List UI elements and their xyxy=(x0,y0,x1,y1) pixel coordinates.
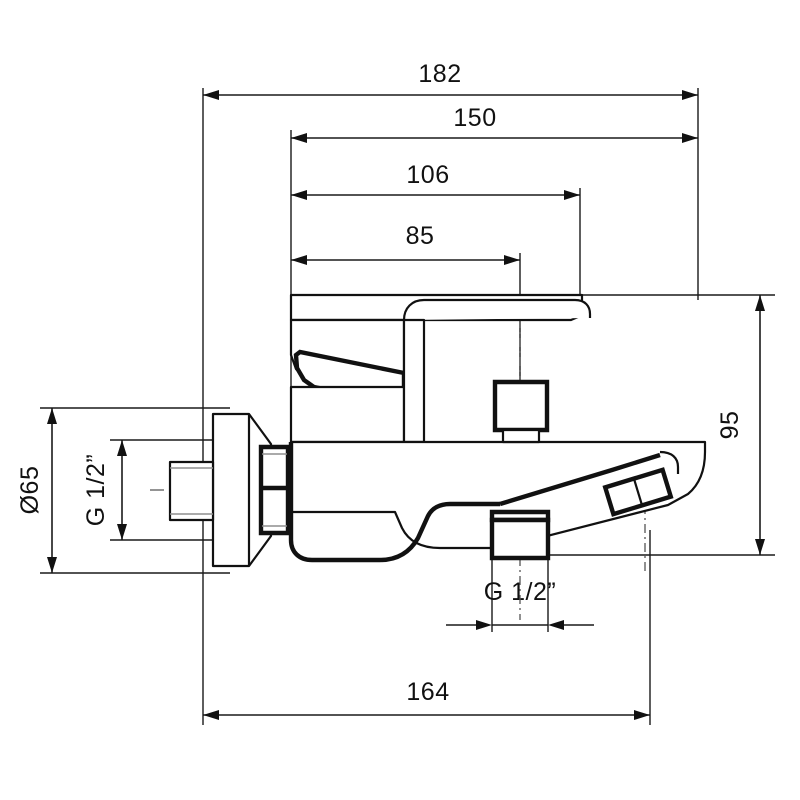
spout-lower-sweep xyxy=(499,452,661,507)
dimension-150: 150 xyxy=(291,104,698,143)
dimension-group-right: 95 xyxy=(716,295,765,555)
body-lower-outline xyxy=(288,442,500,563)
dimension-d65: Ø65 xyxy=(16,408,57,573)
spout-tip-curve xyxy=(659,450,680,474)
spout-aerator-split xyxy=(632,478,644,506)
dim-label-d65: Ø65 xyxy=(16,466,44,515)
mixer-upper-column xyxy=(289,385,406,444)
upper-outlet-connector xyxy=(492,379,550,433)
spout-aerator-group xyxy=(602,467,674,517)
arrow-g-half-outlet-right xyxy=(548,620,564,630)
lower-outlet-connector xyxy=(489,517,551,561)
inlet-nipple xyxy=(168,460,215,522)
dim-label-g-half-inlet: G 1/2” xyxy=(82,454,110,526)
dimension-group-left: Ø65 G 1/2” xyxy=(16,408,127,573)
dim-label-150: 150 xyxy=(453,104,496,132)
dimension-g-half-inlet: G 1/2” xyxy=(82,440,127,540)
dimension-85: 85 xyxy=(291,222,520,265)
dim-label-85: 85 xyxy=(406,222,435,250)
dimension-106: 106 xyxy=(291,161,580,200)
dim-label-164: 164 xyxy=(406,678,449,706)
dimension-group-top: 182 150 106 85 xyxy=(203,60,698,265)
dimension-95: 95 xyxy=(716,295,765,555)
dim-label-95: 95 xyxy=(716,411,744,440)
faucet-body-geometry xyxy=(150,293,707,620)
dimension-182: 182 xyxy=(203,60,698,100)
extension-lines xyxy=(40,88,775,725)
body-neck-segment xyxy=(402,318,426,444)
dim-label-182: 182 xyxy=(418,60,461,88)
arrow-g-half-outlet-left xyxy=(476,620,492,630)
dimension-164: 164 xyxy=(203,678,650,720)
body-top-rounded-edge xyxy=(402,298,592,321)
upper-outlet-neck xyxy=(501,428,541,444)
dimension-group-bottom: G 1/2” 164 xyxy=(203,578,650,720)
dim-label-106: 106 xyxy=(406,161,449,189)
